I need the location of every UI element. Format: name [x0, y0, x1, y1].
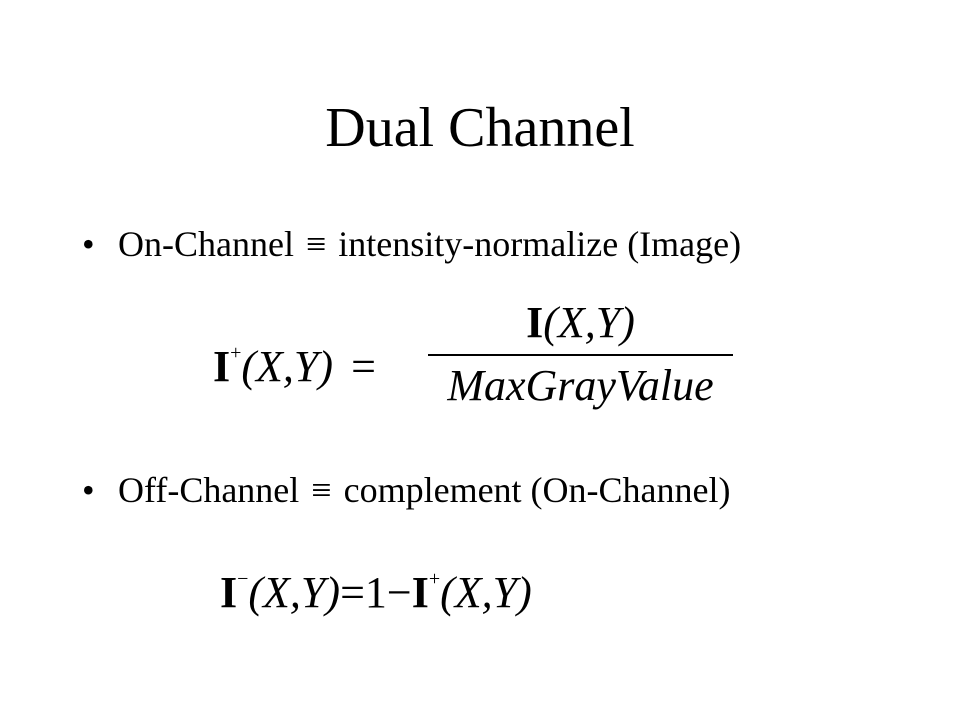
- denominator: MaxGrayValue: [447, 361, 714, 410]
- image-symbol: I: [411, 568, 429, 617]
- superscript: +: [428, 568, 441, 590]
- equivalence-symbol: ≡: [305, 224, 327, 264]
- fraction-bar: [428, 354, 733, 356]
- equation-on-channel: I+(X,Y)= I(X,Y) MaxGrayValue: [213, 298, 743, 410]
- bullet-off-channel: • Off-Channel ≡ complement (On-Channel): [82, 468, 731, 512]
- arguments: (X,Y): [543, 298, 635, 347]
- bullet-dot: •: [82, 224, 95, 264]
- numerator: I(X,Y): [428, 298, 733, 348]
- arguments: (X,Y): [248, 568, 341, 617]
- arguments: (X,Y): [241, 342, 334, 391]
- image-symbol: I: [220, 568, 238, 617]
- equals-sign: =: [351, 342, 376, 391]
- image-symbol: I: [526, 298, 544, 347]
- one: 1: [364, 568, 387, 617]
- minus-sign: −: [386, 568, 412, 617]
- bullet-definition: intensity-normalize (Image): [338, 224, 742, 264]
- bullet-on-channel: • On-Channel ≡ intensity-normalize (Image): [82, 222, 741, 266]
- arguments: (X,Y): [440, 568, 532, 617]
- bullet-term: On-Channel: [118, 224, 294, 264]
- equation-off-channel: I−(X,Y)=1−I+(X,Y): [220, 552, 532, 620]
- bullet-definition: complement (On-Channel): [343, 470, 731, 510]
- superscript: +: [230, 342, 242, 364]
- bullet-dot: •: [82, 470, 95, 510]
- equivalence-symbol: ≡: [311, 470, 332, 510]
- equation-lhs: I+(X,Y) =: [213, 328, 376, 392]
- fraction: I(X,Y) MaxGrayValue: [428, 298, 733, 412]
- slide-title: Dual Channel: [325, 97, 635, 159]
- superscript: −: [237, 568, 249, 590]
- bullet-term: Off-Channel: [118, 470, 300, 510]
- equals-sign: =: [340, 568, 365, 617]
- image-symbol: I: [213, 342, 231, 391]
